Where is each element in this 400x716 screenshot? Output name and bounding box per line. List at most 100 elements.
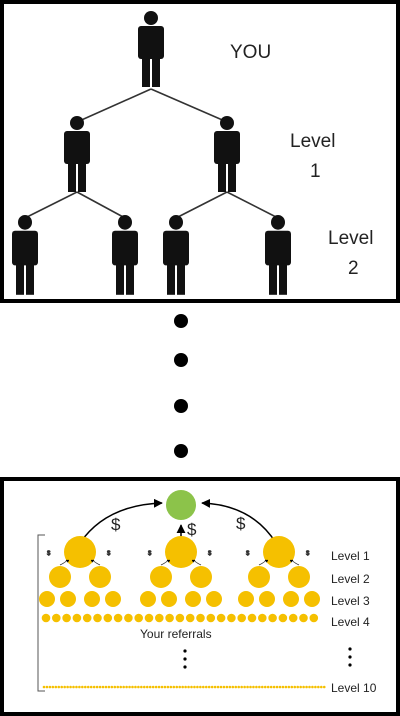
small-money-symbol: $ bbox=[306, 551, 310, 557]
small-money-symbol: $ bbox=[107, 551, 111, 557]
level10-node bbox=[175, 685, 179, 689]
level4-node bbox=[196, 613, 205, 623]
level-label-1: Level 1 bbox=[331, 549, 370, 563]
level10-node bbox=[140, 685, 143, 689]
level10-node bbox=[54, 685, 58, 689]
level10-node bbox=[125, 685, 128, 689]
level4-node bbox=[278, 613, 288, 623]
connector-l1right-b bbox=[226, 191, 279, 219]
level10-node bbox=[116, 685, 120, 689]
level10-node bbox=[134, 685, 137, 689]
connector-you-left bbox=[76, 88, 152, 123]
level10-node bbox=[269, 685, 273, 689]
level10-node bbox=[266, 685, 270, 689]
level4-node bbox=[103, 613, 113, 623]
level4-node bbox=[216, 613, 226, 623]
level10-node bbox=[178, 685, 181, 689]
level10-node bbox=[166, 685, 170, 689]
level10-node bbox=[281, 685, 285, 689]
level3-node bbox=[105, 591, 121, 607]
level10-node bbox=[119, 685, 122, 689]
level2-node bbox=[150, 566, 172, 588]
small-money-symbol: $ bbox=[246, 551, 250, 557]
level10-node bbox=[196, 685, 199, 689]
level4-node bbox=[185, 613, 195, 623]
level10-node bbox=[169, 685, 173, 689]
level10-node bbox=[278, 685, 282, 689]
vertical-ellipsis bbox=[183, 647, 352, 669]
level10-node bbox=[89, 685, 93, 689]
level10-node bbox=[184, 685, 187, 689]
level10-node bbox=[81, 685, 84, 689]
level10-node bbox=[234, 685, 238, 689]
continuation-dot bbox=[174, 314, 188, 328]
small-arrow bbox=[258, 559, 269, 566]
level10-node bbox=[243, 685, 246, 689]
level1-node bbox=[263, 536, 295, 568]
level10-node bbox=[45, 685, 49, 689]
level10-node bbox=[213, 685, 217, 689]
level10-node bbox=[113, 685, 117, 689]
level10-node bbox=[131, 685, 134, 689]
level10-node bbox=[311, 685, 314, 689]
level4-node bbox=[82, 613, 92, 623]
person-icon bbox=[214, 116, 240, 192]
connector-you-right bbox=[150, 88, 228, 123]
level10-node bbox=[302, 685, 305, 689]
level2-node bbox=[248, 566, 270, 588]
level4-node bbox=[309, 613, 319, 623]
person-icon bbox=[138, 11, 164, 87]
level10-node bbox=[240, 685, 243, 689]
level10-node bbox=[190, 685, 193, 689]
small-arrow bbox=[160, 559, 171, 566]
person-icon bbox=[163, 215, 189, 295]
arrow-right-to-you bbox=[201, 498, 277, 544]
level10-node bbox=[86, 685, 90, 689]
level10-node bbox=[92, 685, 96, 689]
level10-node bbox=[296, 685, 300, 689]
connector-l1left-a bbox=[24, 191, 78, 219]
level10-node bbox=[204, 685, 208, 689]
level2-node bbox=[49, 566, 71, 588]
person-icon bbox=[12, 215, 38, 295]
level10-node bbox=[122, 685, 125, 689]
level10-node bbox=[207, 685, 211, 689]
top-tree-svg: YOU Level 1 Level 2 bbox=[12, 11, 373, 295]
level10-node bbox=[84, 685, 87, 689]
level3-node bbox=[238, 591, 254, 607]
level10-node bbox=[51, 685, 55, 689]
level3-node bbox=[60, 591, 76, 607]
small-arrow bbox=[90, 559, 101, 566]
level10-node bbox=[228, 685, 232, 689]
small-arrow bbox=[191, 559, 202, 566]
continuation-dots bbox=[174, 314, 188, 458]
top-referral-tree-panel: YOU Level 1 Level 2 bbox=[0, 0, 400, 303]
level-label-2: Level 2 bbox=[331, 572, 370, 586]
referral-nodes bbox=[39, 536, 320, 607]
level-label-10: Level 10 bbox=[331, 681, 377, 695]
level10-node bbox=[163, 685, 167, 689]
small-commission-arrows: $$$$$$ bbox=[47, 551, 310, 566]
level10-node bbox=[193, 685, 196, 689]
referrals-caption: Your referrals bbox=[140, 627, 212, 641]
level10-node bbox=[66, 685, 69, 689]
continuation-dot bbox=[174, 353, 188, 367]
level10-node bbox=[246, 685, 249, 689]
continuation-dot bbox=[174, 399, 188, 413]
level4-node bbox=[52, 613, 61, 623]
level2-node bbox=[288, 566, 310, 588]
level4-node bbox=[237, 613, 246, 623]
level4-node bbox=[206, 613, 216, 623]
level10-node bbox=[172, 685, 176, 689]
level10-node bbox=[128, 685, 131, 689]
level3-node bbox=[304, 591, 320, 607]
level3-node bbox=[185, 591, 201, 607]
level3-node bbox=[206, 591, 222, 607]
bottom-referral-levels-panel: $ $ $ $$$$$$ Your referrals Level 1 Leve… bbox=[0, 477, 400, 716]
level3-node bbox=[283, 591, 299, 607]
level4-node bbox=[165, 613, 174, 623]
level10-node bbox=[263, 685, 267, 689]
level10-node bbox=[255, 685, 258, 689]
level10-node bbox=[216, 685, 220, 689]
person-icon bbox=[64, 116, 90, 192]
